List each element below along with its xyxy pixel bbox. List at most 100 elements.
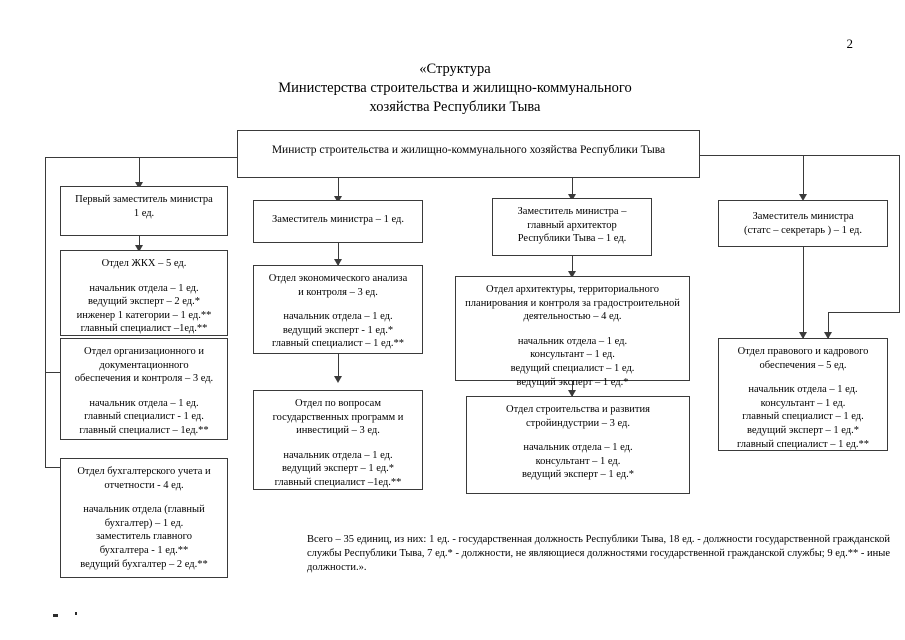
document-title-line-3: хозяйства Республики Тыва (369, 99, 541, 115)
legal-role-3: главный специалист – 1 ед. (742, 411, 864, 423)
box-department-economic-analysis[interactable]: Отдел экономического анализа и контроля … (253, 265, 423, 354)
accounting-head-line-2: отчетности - 4 ед. (104, 479, 184, 491)
economic-role-1: начальник отдела – 1 ед. (283, 311, 393, 323)
arrow-down-icon-economy-dept2 (334, 376, 342, 383)
scan-artifact-1 (53, 614, 58, 617)
arrow-down-icon-zhkh (135, 245, 143, 252)
programs-head-line-2: государственных программ и (272, 411, 404, 423)
architecture-head-line-1: Отдел архитектуры, территориального (485, 284, 660, 295)
accounting-head-line-1: Отдел бухгалтерского учета и (77, 466, 211, 477)
legal-role-4: ведущий эксперт – 1 ед.* (746, 424, 860, 436)
arrow-down-icon-legal-primary (799, 332, 807, 339)
connector-first-deputy-to-zhkh (139, 236, 140, 250)
arrow-down-icon-deputy-state-secretary (799, 194, 807, 201)
document-title-line-2: Министерства строительства и жилищно-ком… (278, 80, 632, 96)
construction-role-3: ведущий эксперт – 1 ед.* (521, 469, 635, 481)
accounting-role-1: начальник отдела (главный (83, 504, 205, 516)
state-secretary-line-1: Заместитель министра (752, 211, 854, 222)
programs-role-3: главный специалист –1ед.** (274, 476, 402, 488)
connector-to-first-deputy (139, 157, 140, 186)
arrow-down-icon-deputy-economy (334, 196, 342, 203)
zhkh-head-line-1: Отдел ЖКХ – 5 ед. (101, 258, 187, 269)
economic-role-3: главный специалист – 1 ед.** (272, 338, 404, 350)
economic-head-line-2: и контроля – 3 ед. (298, 286, 378, 298)
connector-deputy-economy-to-dept1 (338, 243, 339, 265)
connector-root-to-left-spine (45, 157, 238, 158)
connector-economy-dept1-to-dept2 (338, 354, 339, 381)
page-number: 2 (846, 36, 854, 51)
connector-deputy-architect-to-dept1 (572, 256, 573, 276)
architecture-role-2: консультант – 1 ед. (530, 349, 615, 361)
economic-role-2: ведущий эксперт - 1 ед.* (282, 324, 394, 336)
box-department-architecture[interactable]: Отдел архитектуры, территориального план… (455, 276, 690, 388)
architecture-head-line-3: деятельностью – 4 ед. (523, 311, 622, 323)
economic-head-line-1: Отдел экономического анализа (268, 273, 408, 284)
document-title: «Структура Министерства строительства и … (175, 60, 735, 117)
box-minister[interactable]: Министр строительства и жилищно-коммунал… (237, 130, 700, 178)
zhkh-role-1: начальник отдела – 1 ед. (89, 282, 199, 294)
construction-role-2: консультант – 1 ед. (535, 455, 621, 467)
connector-left-to-dept3 (45, 467, 61, 468)
legal-role-2: консультант – 1 ед. (760, 397, 846, 409)
box-deputy-economy[interactable]: Заместитель министра – 1 ед. (253, 200, 423, 243)
arrow-down-icon-deputy-architect (568, 194, 576, 201)
organizational-head-line-3: обеспечения и контроля – 3 ед. (74, 373, 214, 385)
document-title-line-1: «Структура (419, 61, 491, 77)
programs-role-2: ведущий эксперт – 1 ед.* (281, 463, 395, 475)
connector-right-spine (899, 155, 900, 312)
accounting-role-3: заместитель главного (96, 531, 192, 543)
zhkh-role-4: главный специалист –1ед.** (80, 323, 208, 335)
legal-role-1: начальник отдела – 1 ед. (748, 384, 858, 396)
box-department-state-programs[interactable]: Отдел по вопросам государственных програ… (253, 390, 423, 490)
construction-role-1: начальник отдела – 1 ед. (523, 442, 633, 454)
organizational-head-line-2: документационного (99, 359, 189, 371)
accounting-role-2: бухгалтер) – 1 ед. (104, 517, 184, 529)
connector-state-secretary-to-legal (803, 247, 804, 338)
box-deputy-state-secretary[interactable]: Заместитель министра (статс – секретарь … (718, 200, 888, 247)
architecture-role-4: ведущий эксперт – 1 ед.* (516, 376, 629, 388)
connector-right-spine-to-legal (828, 312, 900, 313)
zhkh-role-2: ведущий эксперт – 2 ед.* (87, 296, 201, 308)
connector-root-to-deputy-economy (338, 178, 339, 200)
organizational-head-line-1: Отдел организационного и (84, 346, 204, 357)
deputy-architect-line-3: Республики Тыва – 1 ед. (517, 233, 627, 245)
box-department-organizational[interactable]: Отдел организационного и документационно… (60, 338, 228, 440)
first-deputy-line-1: Первый заместитель министра (75, 194, 213, 205)
box-department-legal-hr[interactable]: Отдел правового и кадрового обеспечения … (718, 338, 888, 451)
legal-role-5: главный специалист – 1 ед.** (737, 438, 869, 450)
footnote-text: Всего – 35 единиц, из них: 1 ед. - госуд… (307, 534, 890, 573)
box-deputy-chief-architect[interactable]: Заместитель министра – главный архитекто… (492, 198, 652, 256)
accounting-role-4: бухгалтера - 1 ед.** (99, 544, 189, 556)
box-department-accounting[interactable]: Отдел бухгалтерского учета и отчетности … (60, 458, 228, 578)
minister-title: Министр строительства и жилищно-коммунал… (271, 144, 666, 156)
connector-root-to-deputy-architect (572, 178, 573, 198)
architecture-head-line-2: планирования и контроля за градостроител… (465, 297, 680, 309)
arrow-down-icon-legal-secondary (824, 332, 832, 339)
connector-right-spine-drop-legal (828, 312, 829, 338)
construction-head-line-1: Отдел строительства и развития (506, 404, 650, 415)
organizational-role-3: главный специалист – 1ед.** (79, 424, 209, 436)
connector-left-to-dept2 (45, 372, 61, 373)
deputy-architect-line-1: Заместитель министра – (517, 206, 627, 217)
organizational-role-1: начальник отдела – 1 ед. (89, 397, 199, 409)
deputy-architect-line-2: главный архитектор (527, 219, 617, 231)
legal-head-line-2: обеспечения – 5 ед. (759, 359, 847, 371)
arrow-down-icon-architect-dept2 (568, 390, 576, 397)
box-department-construction[interactable]: Отдел строительства и развития стройинду… (466, 396, 690, 494)
architecture-role-1: начальник отдела – 1 ед. (517, 335, 628, 347)
zhkh-role-3: инженер 1 категории – 1 ед.** (76, 309, 212, 321)
box-department-zhkh[interactable]: Отдел ЖКХ – 5 ед. начальник отдела – 1 е… (60, 250, 228, 336)
organizational-role-2: главный специалист - 1 ед. (84, 411, 204, 423)
arrow-down-icon-economy-dept1 (334, 259, 342, 266)
connector-root-to-right-spine (700, 155, 900, 156)
arrow-down-icon-architect-dept1 (568, 271, 576, 278)
box-first-deputy[interactable]: Первый заместитель министра 1 ед. (60, 186, 228, 236)
programs-head-line-1: Отдел по вопросам (294, 398, 381, 409)
legal-head-line-1: Отдел правового и кадрового (737, 346, 869, 357)
deputy-economy-line-1: Заместитель министра – 1 ед. (272, 214, 404, 225)
architecture-role-3: ведущий специалист – 1 ед. (510, 362, 635, 374)
programs-head-line-3: инвестиций – 3 ед. (296, 425, 380, 437)
arrow-down-icon-first-deputy (135, 182, 143, 189)
scan-artifact-2 (75, 612, 77, 615)
